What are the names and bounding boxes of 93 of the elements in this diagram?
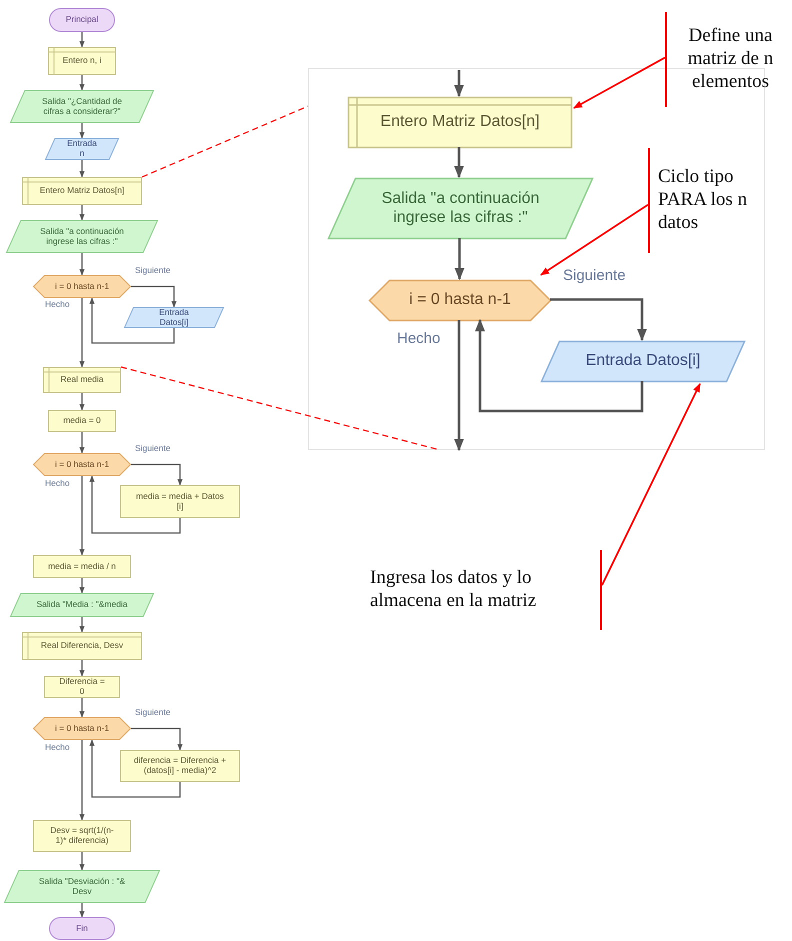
flow-arrow bbox=[454, 70, 464, 98]
node-text: i = 0 hasta n-1 bbox=[54, 724, 110, 734]
input-parallelogram bbox=[541, 341, 745, 382]
node-text: Real media bbox=[60, 375, 104, 385]
flow-arrow bbox=[79, 476, 85, 556]
process-box bbox=[48, 410, 116, 432]
loop-hexagon bbox=[369, 280, 551, 321]
flow-arrow bbox=[131, 464, 183, 486]
flow-arrow bbox=[79, 432, 85, 454]
node-text: Fin bbox=[76, 924, 88, 934]
node-text: media = 0 bbox=[63, 416, 101, 426]
declaration-box bbox=[348, 97, 572, 148]
output-parallelogram bbox=[4, 870, 160, 903]
flow-arrow bbox=[89, 739, 181, 798]
flow-arrow bbox=[79, 617, 85, 633]
node-text: Salida "¿Cantidad de cifras a considerar?" bbox=[40, 96, 124, 116]
flow-arrow bbox=[550, 298, 647, 342]
node-text: Salida "a continuación ingrese las cifras :" bbox=[39, 226, 125, 246]
leader-arrow bbox=[573, 56, 666, 109]
flow-arrow bbox=[79, 32, 85, 48]
process-box bbox=[33, 820, 131, 852]
declaration-box bbox=[22, 632, 142, 660]
edge-label: Siguiente bbox=[134, 266, 172, 276]
node-text: Entero n, i bbox=[62, 56, 102, 66]
edge-label: Siguiente bbox=[134, 708, 172, 718]
node-text: Diferencia = 0 bbox=[58, 677, 106, 697]
node-text: i = 0 hasta n-1 bbox=[409, 291, 511, 310]
edge-label: Siguiente bbox=[562, 268, 627, 284]
declaration-box bbox=[43, 367, 121, 393]
node-text: i = 0 hasta n-1 bbox=[54, 282, 110, 292]
node-text: Entrada n bbox=[67, 139, 97, 159]
flow-arrow bbox=[79, 298, 85, 368]
annotation-text: Define una matriz de n elementos bbox=[686, 25, 774, 94]
output-parallelogram bbox=[328, 178, 593, 239]
flow-arrow bbox=[79, 740, 85, 821]
node-text: Desv = sqrt(1/(n-1)* diferencia) bbox=[49, 826, 115, 846]
loop-hexagon bbox=[33, 717, 131, 740]
flow-arrow bbox=[79, 160, 85, 178]
process-box bbox=[44, 676, 120, 698]
flow-arrow bbox=[454, 147, 464, 178]
node-text: Salida "a continuación ingrese las cifras :" bbox=[380, 190, 540, 227]
leader-arrow bbox=[601, 383, 701, 586]
node-text: media = media + Datos [i] bbox=[135, 492, 225, 512]
flow-arrow bbox=[79, 578, 85, 594]
flow-arrow bbox=[454, 320, 464, 452]
node-text: i = 0 hasta n-1 bbox=[54, 460, 110, 470]
annotation-text: Ingresa los datos y lo almacena en la matriz bbox=[370, 567, 538, 613]
flow-arrow bbox=[454, 238, 464, 280]
flow-arrow bbox=[79, 698, 85, 718]
terminal-pill bbox=[49, 917, 115, 940]
flow-arrow bbox=[89, 297, 175, 344]
node-text: Entero Matriz Datos[n] bbox=[40, 186, 124, 196]
output-parallelogram bbox=[10, 593, 154, 617]
edge-label: Hecho bbox=[44, 479, 71, 488]
loop-hexagon bbox=[33, 275, 131, 298]
flow-arrow bbox=[79, 852, 85, 871]
declaration-box bbox=[48, 47, 116, 75]
process-box bbox=[33, 555, 131, 578]
output-parallelogram bbox=[6, 220, 158, 253]
terminal-pill bbox=[49, 8, 115, 32]
process-box bbox=[120, 485, 240, 518]
flow-arrow bbox=[131, 286, 177, 308]
leader-arrow bbox=[540, 204, 648, 276]
flow-arrow bbox=[79, 253, 85, 276]
flow-arrow bbox=[79, 660, 85, 677]
edge-label: Hecho bbox=[44, 743, 71, 752]
node-text: diferencia = Diferencia + (datos[i] - media)^2 bbox=[132, 756, 228, 776]
node-text: Real Diferencia, Desv bbox=[40, 641, 124, 651]
edge-label: Siguiente bbox=[134, 444, 172, 454]
flow-arrow bbox=[89, 475, 181, 534]
edge-label: Hecho bbox=[44, 300, 71, 310]
annotation-text: Ciclo tipo PARA los n datos bbox=[658, 166, 748, 235]
node-text: Principal bbox=[66, 15, 98, 25]
zoom-guide-line bbox=[142, 106, 308, 178]
input-parallelogram bbox=[124, 307, 224, 328]
flow-arrow bbox=[131, 728, 183, 751]
flow-arrow bbox=[79, 75, 85, 91]
node-text: Salida "Desviación : "& Desv bbox=[38, 876, 126, 896]
flow-arrow bbox=[79, 903, 85, 918]
flow-arrow bbox=[79, 393, 85, 411]
input-parallelogram bbox=[45, 138, 119, 160]
flow-arrow bbox=[79, 205, 85, 221]
node-text: Salida "Media : "&media bbox=[36, 600, 128, 610]
flow-arrow bbox=[79, 123, 85, 139]
node-text: Entrada Datos[i] bbox=[586, 352, 700, 371]
loop-hexagon bbox=[33, 453, 131, 476]
flow-arrow bbox=[475, 318, 644, 412]
node-text: Entero Matriz Datos[n] bbox=[380, 113, 540, 132]
output-parallelogram bbox=[10, 90, 154, 123]
declaration-box bbox=[22, 177, 142, 205]
process-box bbox=[120, 750, 240, 782]
node-text: media = media / n bbox=[48, 562, 116, 572]
node-text: Entrada Datos[i] bbox=[158, 308, 190, 328]
